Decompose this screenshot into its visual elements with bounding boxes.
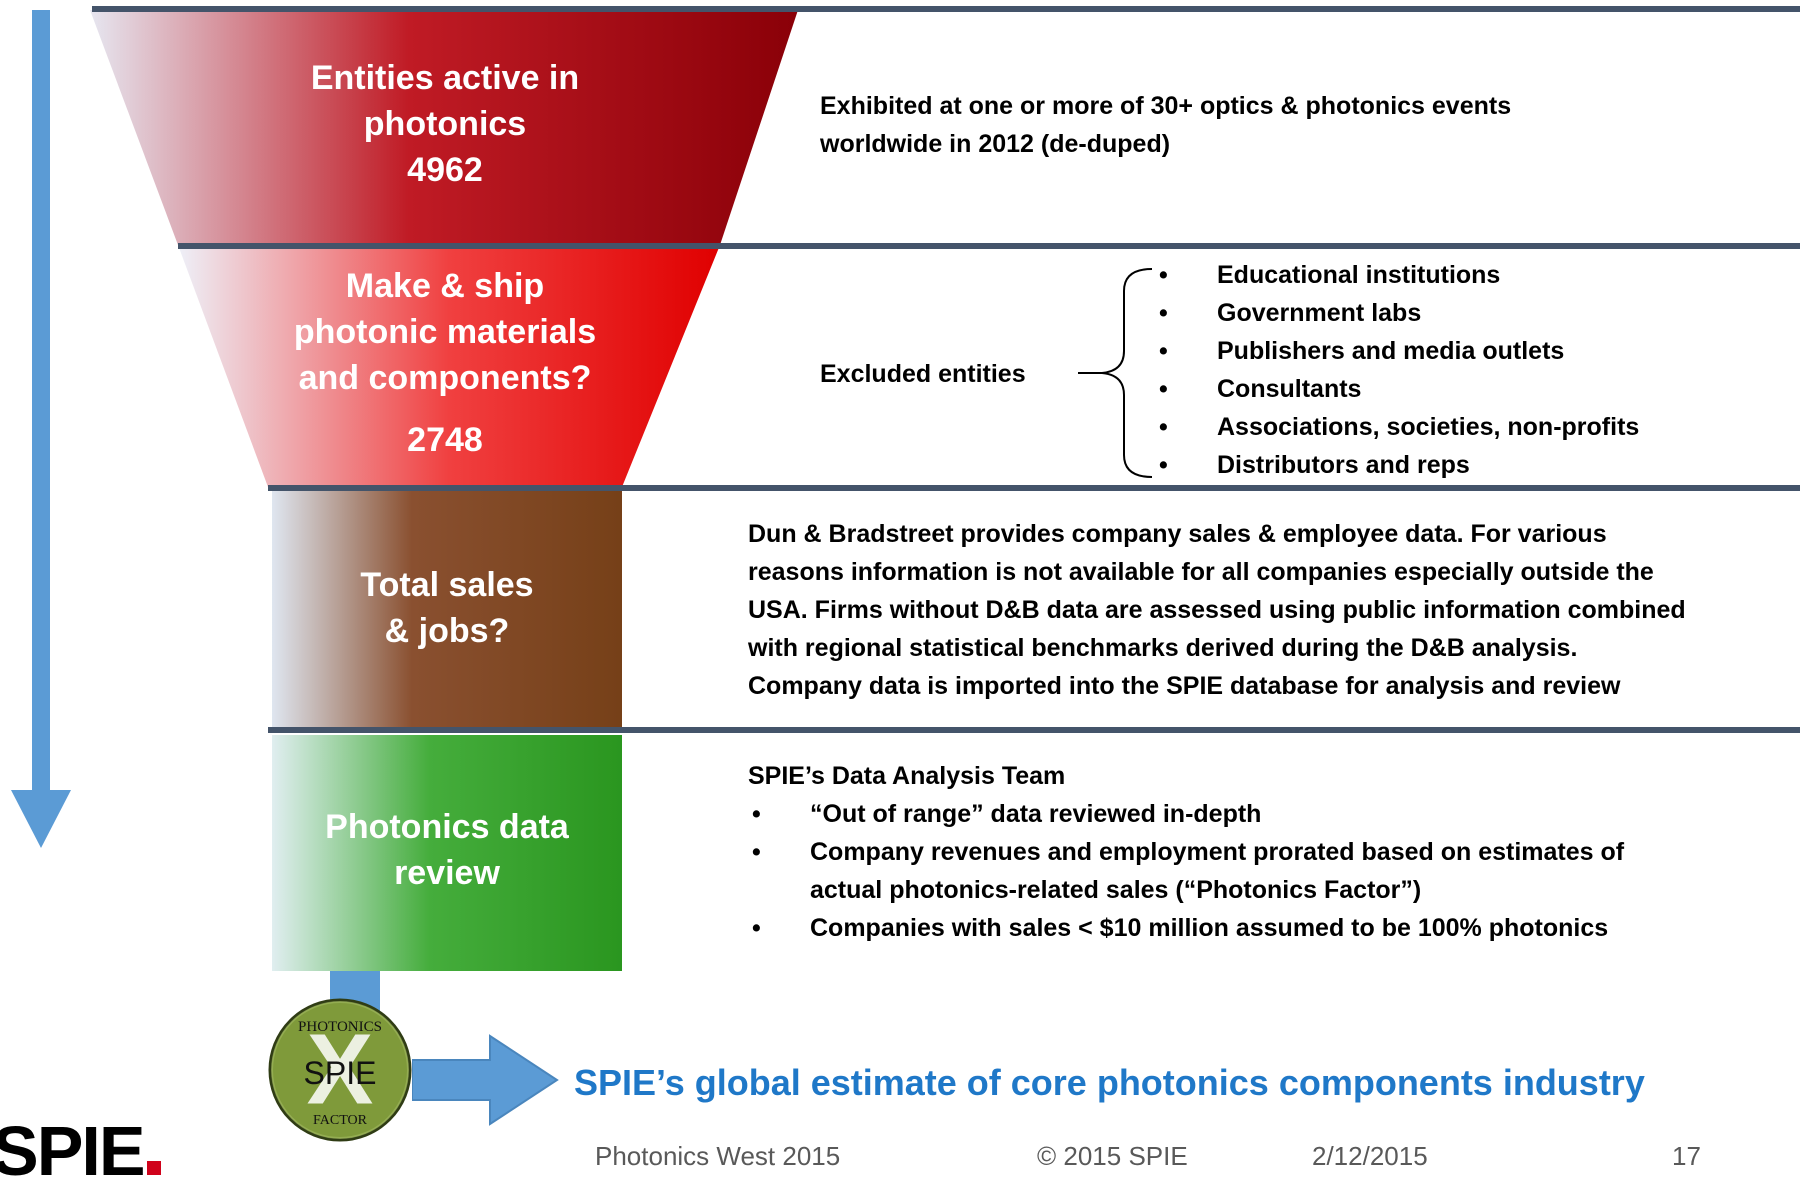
footer-date: 2/12/2015 [1312,1141,1428,1171]
list-item: Government labs [1155,294,1639,332]
stage2-line3: and components? [298,359,592,397]
list-item: Companies with sales < $10 million assum… [748,909,1624,947]
separator-2 [268,485,1800,491]
stage1-description: Exhibited at one or more of 30+ optics &… [820,87,1511,163]
list-item: Company revenues and employment prorated… [748,833,1624,909]
photonics-factor-badge: X PHOTONICS SPIE FACTOR [268,998,412,1142]
footer-copyright: © 2015 SPIE [1037,1141,1188,1171]
separator-3 [268,727,1800,733]
footer-page-number: 17 [1672,1141,1701,1171]
brace-icon [1078,268,1153,478]
stage1-line2: photonics [363,105,527,143]
funnel-stage-1 [90,10,798,245]
stage1-label: Entities active in photonics 4962 [240,55,650,193]
stage3-desc-line: USA. Firms without D&B data are assessed… [748,596,1686,624]
spie-logo: SPIE [0,1116,161,1186]
list-item: Associations, societies, non-profits [1155,408,1639,446]
stage3-desc-line: reasons information is not available for… [748,558,1654,586]
stage1-line1: Entities active in [310,59,580,97]
stage1-desc-line2: worldwide in 2012 (de-duped) [820,130,1171,158]
stage3-description: Dun & Bradstreet provides company sales … [748,515,1686,705]
stage4-line1: Photonics data [325,808,569,846]
stage2-line2: photonic materials [293,313,597,351]
badge-letter: X [307,1013,374,1125]
funnel-stage-3 [272,487,622,730]
list-item-text: “Out of range” data reviewed in-depth [810,800,1262,828]
stage3-desc-line: with regional statistical benchmarks der… [748,634,1578,662]
excluded-entities-label: Excluded entities [820,360,1026,388]
stage1-count: 4962 [407,151,483,189]
footer-event: Photonics West 2015 [595,1141,841,1171]
badge-bottom-text: FACTOR [313,1113,368,1128]
list-item: Consultants [1155,370,1639,408]
badge-top-text: PHOTONICS [298,1019,382,1035]
list-item-text: actual photonics-related sales (“Photoni… [810,876,1422,904]
process-down-arrow [11,10,71,848]
funnel-stage-4 [272,735,622,971]
excluded-entities-list: Educational institutions Government labs… [1155,256,1639,484]
result-statement: SPIE’s global estimate of core photonics… [574,1062,1645,1103]
stage3-label: Total sales & jobs? [272,562,622,654]
stage2-line1: Make & ship [345,267,545,305]
list-item: Educational institutions [1155,256,1639,294]
stage3-desc-line: Company data is imported into the SPIE d… [748,672,1621,700]
data-team-list: “Out of range” data reviewed in-depth Co… [748,795,1624,947]
stage2-count: 2748 [407,421,483,459]
badge-center-text: SPIE [304,1055,377,1091]
funnel-stage-2 [178,245,720,487]
stage1-desc-line1: Exhibited at one or more of 30+ optics &… [820,92,1512,120]
spie-logo-dot [146,1161,161,1175]
stage3-line1: Total sales [360,566,534,604]
list-item: Distributors and reps [1155,446,1639,484]
stage4-line2: review [394,854,500,892]
separator-1 [178,243,1800,249]
stage3-desc-line: Dun & Bradstreet provides company sales … [748,520,1607,548]
stage4-description: SPIE’s Data Analysis Team “Out of range”… [748,757,1624,947]
list-item: Publishers and media outlets [1155,332,1639,370]
spie-logo-text: SPIE [0,1112,146,1190]
list-item: “Out of range” data reviewed in-depth [748,795,1624,833]
data-team-title: SPIE’s Data Analysis Team [748,762,1066,790]
separator-top [92,6,1800,12]
stage4-label: Photonics data review [272,804,622,896]
stage3-line2: & jobs? [384,612,510,650]
list-item-text: Companies with sales < $10 million assum… [810,914,1609,942]
list-item-text: Company revenues and employment prorated… [810,838,1625,866]
result-arrow-icon [412,1034,559,1126]
stage2-label: Make & ship photonic materials and compo… [240,263,650,463]
